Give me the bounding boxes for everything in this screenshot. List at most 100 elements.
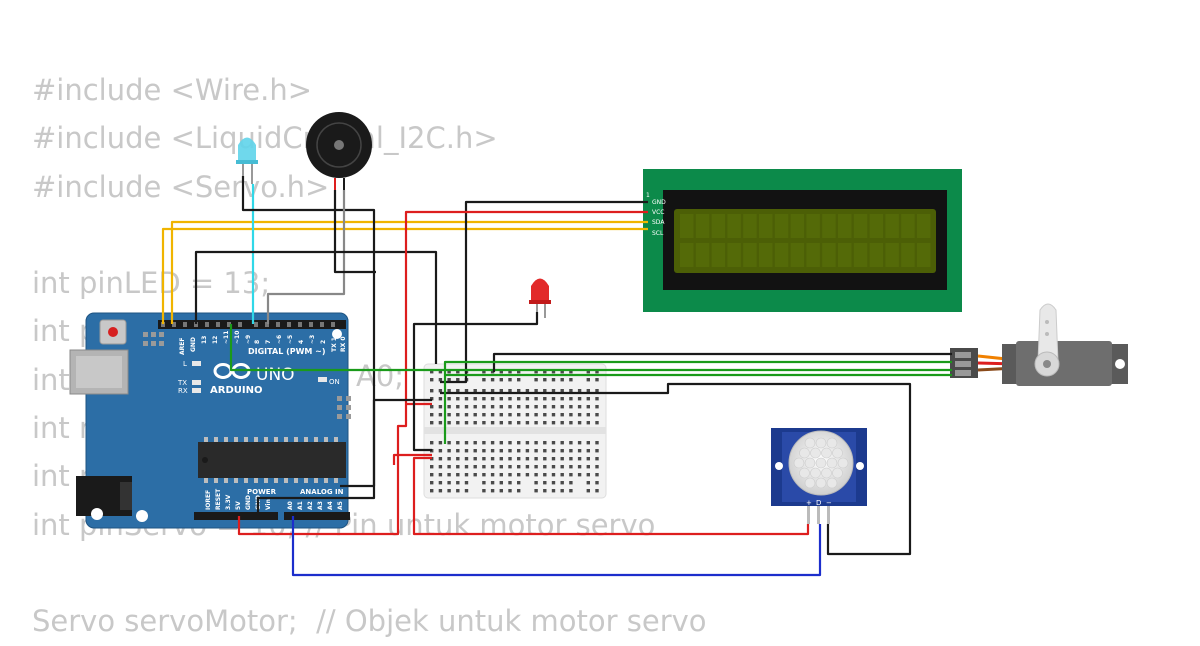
breadboard-hole (551, 413, 556, 417)
breadboard-hole (508, 378, 512, 382)
breadboard-hole (447, 449, 451, 453)
wire-black-buzzer (333, 190, 376, 274)
breadboard-hole (473, 413, 477, 417)
breadboard-hole (595, 421, 599, 425)
breadboard-hole (586, 449, 590, 453)
breadboard-hole (456, 378, 460, 382)
breadboard-hole (464, 449, 469, 453)
breadboard-hole (464, 389, 469, 393)
breadboard-hole (499, 449, 503, 453)
breadboard-hole (534, 473, 538, 477)
breadboard-hole (543, 489, 547, 493)
breadboard-hole (438, 481, 443, 485)
red-led[interactable] (529, 278, 551, 319)
breadboard-hole (569, 378, 573, 382)
lcd-display[interactable]: 1 GND VCC SDA SCL (643, 169, 962, 312)
pir-lens-facet (832, 467, 843, 479)
wire-gray-buzzer (266, 190, 346, 324)
wire-red-lcd-vcc (404, 210, 648, 404)
breadboard-hole (456, 413, 460, 417)
breadboard-hole (438, 397, 443, 401)
power-label: POWER (247, 488, 277, 496)
breadboard-hole (447, 378, 451, 382)
pin-label: A3 (317, 501, 324, 510)
breadboard-hole (473, 465, 477, 469)
breadboard-hole (456, 441, 460, 445)
breadboard-hole (551, 397, 556, 401)
pir-lens-facet (799, 447, 810, 459)
breadboard-hole (430, 405, 434, 409)
breadboard-hole (517, 421, 521, 425)
analog-label: ANALOG IN (300, 488, 344, 496)
breadboard-hole (447, 441, 451, 445)
breadboard-hole (517, 389, 521, 393)
breadboard-hole (490, 489, 495, 493)
pin-label: RX 0 (340, 336, 347, 352)
breadboard-hole (456, 421, 460, 425)
breadboard-hole (490, 378, 495, 382)
lcd-char-cell (727, 214, 741, 238)
wire-black-gnd (194, 250, 438, 364)
pin-label: GND (190, 337, 197, 352)
breadboard-hole (569, 441, 573, 445)
pir-lens-facet (810, 467, 821, 479)
blue-led[interactable] (236, 137, 258, 185)
breadboard-hole (482, 413, 486, 417)
servo-motor[interactable] (950, 303, 1128, 386)
breadboard-hole (482, 441, 486, 445)
code-fragment: A0; (356, 359, 404, 393)
breadboard-hole (438, 449, 443, 453)
breadboard-hole (499, 397, 503, 401)
breadboard-hole (482, 397, 486, 401)
breadboard-hole (482, 489, 486, 493)
breadboard-hole (447, 473, 451, 477)
code-line: #include <Wire.h> (32, 73, 313, 107)
breadboard-hole (586, 457, 590, 461)
breadboard[interactable] (423, 363, 607, 499)
breadboard-hole (447, 465, 451, 469)
pin-label: TX 1 (331, 337, 338, 352)
breadboard-hole (595, 489, 599, 493)
breadboard-hole (543, 389, 547, 393)
breadboard-hole (517, 397, 521, 401)
lcd-char-cell (901, 214, 915, 238)
lcd-char-cell (885, 214, 899, 238)
arduino-uno-board[interactable]: AREF GND 13 12 ~11 ~10 ~9 8 7 ~6 ~5 4 ~3… (69, 312, 351, 529)
breadboard-hole (508, 421, 512, 425)
breadboard-hole (595, 378, 599, 382)
pir-lens-facet (826, 457, 838, 469)
breadboard-hole (490, 481, 495, 485)
breadboard-hole (473, 449, 477, 453)
breadboard-hole (438, 370, 443, 374)
board-brand: ARDUINO (210, 385, 262, 396)
breadboard-hole (551, 405, 556, 409)
pin-label: 8 (254, 340, 261, 344)
breadboard-hole (534, 405, 538, 409)
breadboard-hole (438, 378, 443, 382)
pir-sensor[interactable]: + D − (771, 428, 867, 524)
pir-lens-facet (826, 477, 838, 489)
lcd-char-cell (680, 243, 694, 267)
breadboard-hole (517, 481, 521, 485)
breadboard-hole (456, 489, 460, 493)
breadboard-hole (525, 465, 530, 469)
pir-lens-facet (804, 477, 816, 489)
breadboard-hole (482, 378, 486, 382)
breadboard-hole (543, 421, 547, 425)
breadboard-hole (560, 413, 564, 417)
circuit-diagram: A0; (69, 112, 1128, 577)
pin-label: ~11 (223, 331, 230, 344)
piezo-buzzer[interactable] (306, 112, 372, 190)
breadboard-hole (508, 405, 512, 409)
breadboard-hole (586, 489, 590, 493)
pir-lens-facet (837, 457, 849, 469)
on-label: ON (329, 378, 340, 386)
lcd-char-cell (680, 214, 694, 238)
breadboard-hole (447, 405, 451, 409)
breadboard-hole (560, 465, 564, 469)
breadboard-hole (438, 473, 443, 477)
breadboard-hole (577, 413, 582, 417)
breadboard-hole (595, 389, 599, 393)
breadboard-hole (534, 389, 538, 393)
pir-lens-facet (815, 437, 827, 449)
